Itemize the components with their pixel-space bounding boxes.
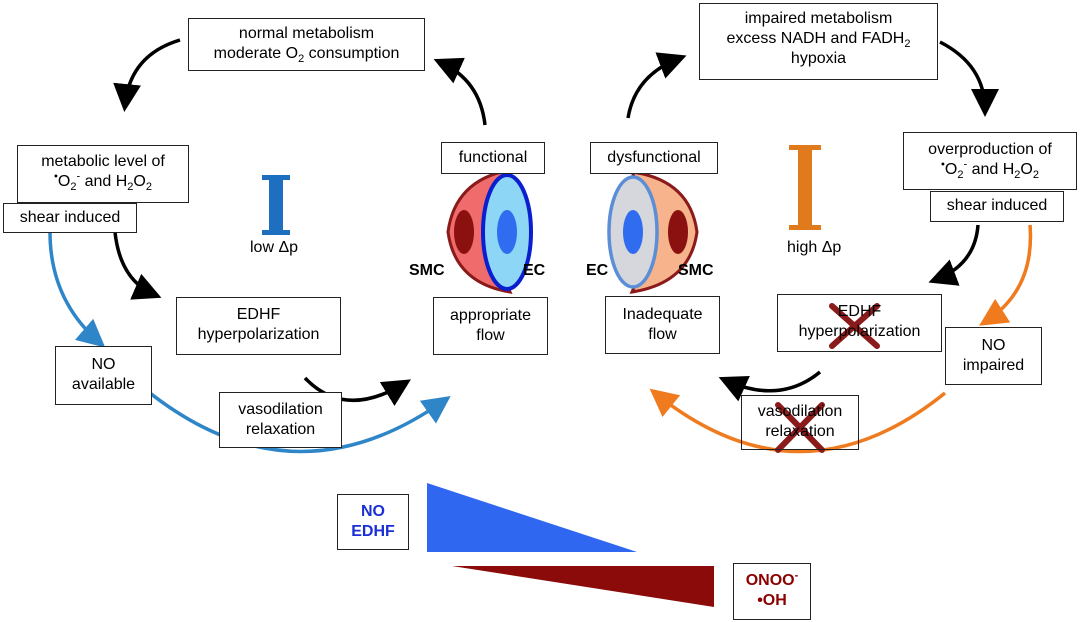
arrow-normal-to-metabolic — [113, 38, 181, 112]
dysfunctional-box: dysfunctional — [590, 142, 718, 174]
right-edhf-box: EDHF hyperpolarization — [777, 294, 942, 352]
arrow-edhf-to-inadequate — [718, 370, 822, 402]
right-vasodilation-line2: relaxation — [765, 423, 835, 440]
no-available-line1: NO — [91, 356, 116, 373]
normal-metabolism-box: normal metabolism moderate O2 consumptio… — [188, 18, 425, 71]
metabolic-level-box: metabolic level of •O2- and H2O2 — [17, 145, 189, 203]
no-edhf-wedge — [427, 483, 637, 552]
arrow-functional-to-normal — [433, 57, 487, 126]
impaired-metabolism-line2: excess NADH and FADH2 — [726, 30, 911, 51]
right-vasodilation-line1: vasodilation — [757, 403, 843, 420]
arrow-shear-to-no — [48, 231, 106, 348]
low-pressure-bar — [262, 175, 290, 235]
overproduction-box: overproduction of •O2- and H2O2 — [903, 132, 1077, 190]
low-pressure-label: low Δp — [250, 239, 299, 256]
left-edhf-box: EDHF hyperpolarization — [176, 297, 341, 355]
high-pressure-bar — [789, 145, 821, 230]
left-shear-induced-label: shear induced — [19, 209, 121, 226]
no-edhf-box: NO EDHF — [337, 494, 409, 550]
arrow-impaired-to-overproduction — [939, 40, 999, 117]
inadequate-flow-line2: flow — [648, 326, 677, 343]
onoo-box: ONOO- •OH — [733, 563, 811, 620]
left-edhf-line1: EDHF — [236, 306, 281, 323]
arrow-no-impaired-to-inadequate — [649, 388, 947, 454]
metabolic-level-line1: metabolic level of — [41, 153, 165, 170]
right-edhf-line1: EDHF — [837, 303, 882, 320]
normal-metabolism-line2: moderate O2 consumption — [213, 45, 400, 66]
overproduction-line1: overproduction of — [928, 141, 1052, 158]
no-available-line2: available — [71, 376, 136, 393]
appropriate-flow-box: appropriate flow — [433, 297, 548, 355]
no-impaired-line1: NO — [981, 337, 1006, 354]
no-impaired-line2: impaired — [962, 357, 1025, 374]
no-available-box: NO available — [55, 346, 152, 405]
normal-metabolism-line1: normal metabolism — [238, 25, 375, 42]
functional-vessel-icon — [446, 168, 533, 294]
overproduction-line2: •O2- and H2O2 — [941, 158, 1039, 182]
left-edhf-line2: hyperpolarization — [197, 326, 320, 343]
dysfunctional-label: dysfunctional — [607, 149, 701, 166]
left-vasodilation-box: vasodilation relaxation — [219, 392, 342, 448]
right-smc-label: SMC — [678, 262, 714, 279]
onoo-line1: ONOO- — [745, 569, 799, 589]
high-pressure-label: high Δp — [787, 239, 842, 256]
right-ec-label: EC — [586, 262, 609, 279]
dysfunctional-vessel-icon — [607, 170, 699, 294]
right-edhf-line2: hyperpolarization — [798, 323, 921, 340]
right-shear-induced-box: shear induced — [930, 191, 1064, 222]
left-ec-label: EC — [523, 262, 546, 279]
edhf-blocked-cross-icon — [829, 303, 880, 349]
arrow-shear-to-edhf — [928, 224, 980, 286]
arrow-metabolic-to-edhf — [113, 231, 162, 300]
impaired-metabolism-line3: hypoxia — [790, 50, 847, 67]
appropriate-flow-line1: appropriate — [450, 307, 531, 324]
no-edhf-line2: EDHF — [351, 523, 395, 540]
right-vasodilation-box: vasodilation relaxation — [741, 395, 859, 450]
functional-label: functional — [458, 149, 528, 166]
appropriate-flow-line2: flow — [476, 327, 505, 344]
vasodilation-blocked-cross-icon — [775, 402, 825, 453]
impaired-metabolism-line1: impaired metabolism — [744, 10, 893, 27]
left-vasodilation-line1: vasodilation — [238, 401, 323, 418]
impaired-metabolism-box: impaired metabolism excess NADH and FADH… — [699, 3, 938, 80]
arrow-dysfunctional-to-impaired — [626, 52, 687, 119]
left-smc-label: SMC — [409, 262, 445, 279]
arrow-no-to-flow — [138, 383, 451, 454]
arrow-edhf-to-flow — [303, 376, 411, 406]
arrow-shear-to-no-impaired — [979, 224, 1033, 326]
left-shear-induced-box: shear induced — [3, 203, 137, 233]
no-impaired-box: NO impaired — [945, 327, 1042, 385]
onoo-line2: •OH — [757, 592, 787, 609]
no-edhf-line1: NO — [361, 503, 385, 520]
functional-box: functional — [441, 142, 545, 174]
inadequate-flow-line1: Inadequate — [622, 306, 703, 323]
left-vasodilation-line2: relaxation — [245, 421, 316, 438]
onoo-wedge — [452, 566, 714, 607]
right-shear-induced-label: shear induced — [946, 197, 1048, 214]
metabolic-level-line2: •O2- and H2O2 — [54, 170, 152, 194]
inadequate-flow-box: Inadequate flow — [605, 296, 720, 354]
